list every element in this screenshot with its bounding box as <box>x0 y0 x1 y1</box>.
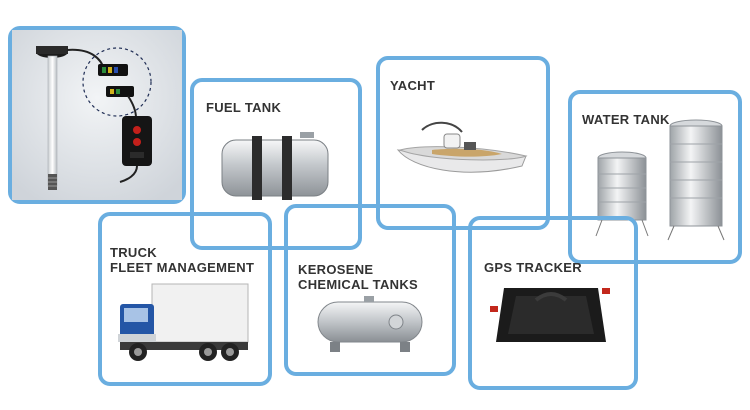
truck-panel <box>98 212 272 386</box>
kerosene-tank-image <box>317 296 423 352</box>
yacht-panel <box>376 56 550 230</box>
fuel-level-sensor-image <box>12 30 182 200</box>
fuel-tank-label: FUEL TANK <box>206 100 282 115</box>
yacht-image <box>396 121 528 173</box>
fuel-tank-image <box>221 132 329 200</box>
gps-panel <box>468 216 638 390</box>
truck-label: TRUCK FLEET MANAGEMENT <box>110 245 255 275</box>
truck-image <box>118 283 249 361</box>
sensor-panel <box>8 26 186 204</box>
fuel-tank-panel <box>190 78 362 250</box>
gps-label: GPS TRACKER <box>484 260 582 275</box>
gps-tracker-image <box>490 288 610 342</box>
kerosene-label: KEROSENE CHEMICAL TANKS <box>298 262 418 292</box>
water-tank-panel <box>568 90 742 264</box>
water-tank-image <box>595 119 725 241</box>
kerosene-panel <box>284 204 456 376</box>
water-tank-label: WATER TANK <box>582 112 670 127</box>
yacht-label: YACHT <box>390 78 436 93</box>
